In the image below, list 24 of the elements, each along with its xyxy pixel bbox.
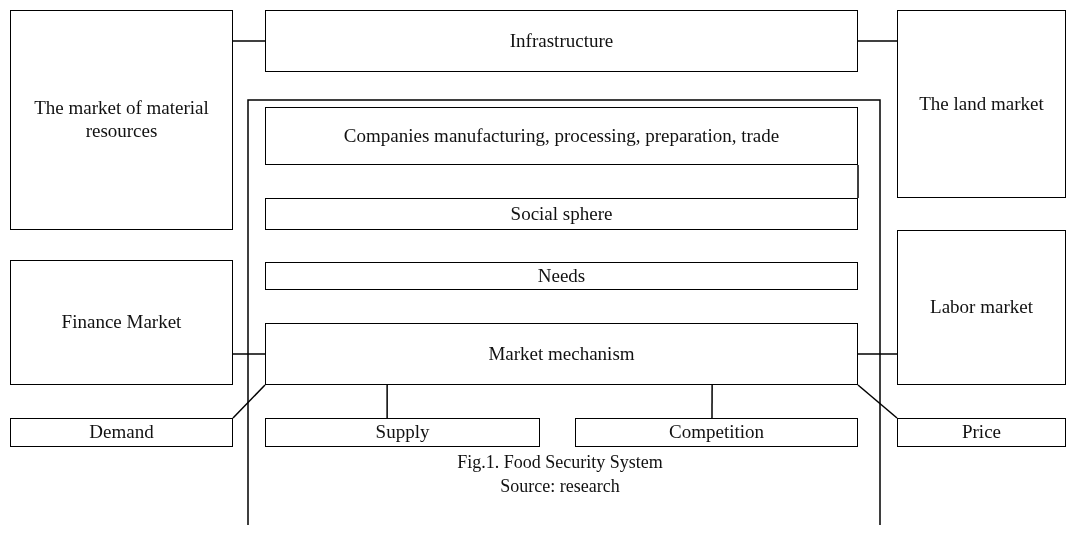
- text-box: The land market: [897, 10, 1066, 198]
- text-box: Supply: [265, 418, 540, 447]
- text-box: The market of material resources: [10, 10, 233, 230]
- source-note: Source: research: [499, 476, 621, 497]
- connector-line: [857, 353, 898, 355]
- figure-caption: Fig.1. Food Security System: [456, 452, 664, 473]
- text-box: Competition: [575, 418, 858, 447]
- connector-line: [232, 353, 266, 355]
- text-box: Labor market: [897, 230, 1066, 385]
- connector-line: [857, 384, 898, 419]
- connector-line: [857, 164, 859, 199]
- text-box: Market mechanism: [265, 323, 858, 385]
- text-box: Finance Market: [10, 260, 233, 385]
- connector-line: [386, 384, 388, 419]
- text-box: Companies manufacturing, processing, preparation, trade: [265, 107, 858, 165]
- connector-line: [232, 384, 266, 419]
- text-box: Demand: [10, 418, 233, 447]
- connector-line: [857, 40, 898, 42]
- connector-line: [232, 40, 266, 42]
- connector-line: [711, 384, 713, 419]
- text-box: Needs: [265, 262, 858, 290]
- text-box: Infrastructure: [265, 10, 858, 72]
- text-box: Price: [897, 418, 1066, 447]
- text-box: Social sphere: [265, 198, 858, 230]
